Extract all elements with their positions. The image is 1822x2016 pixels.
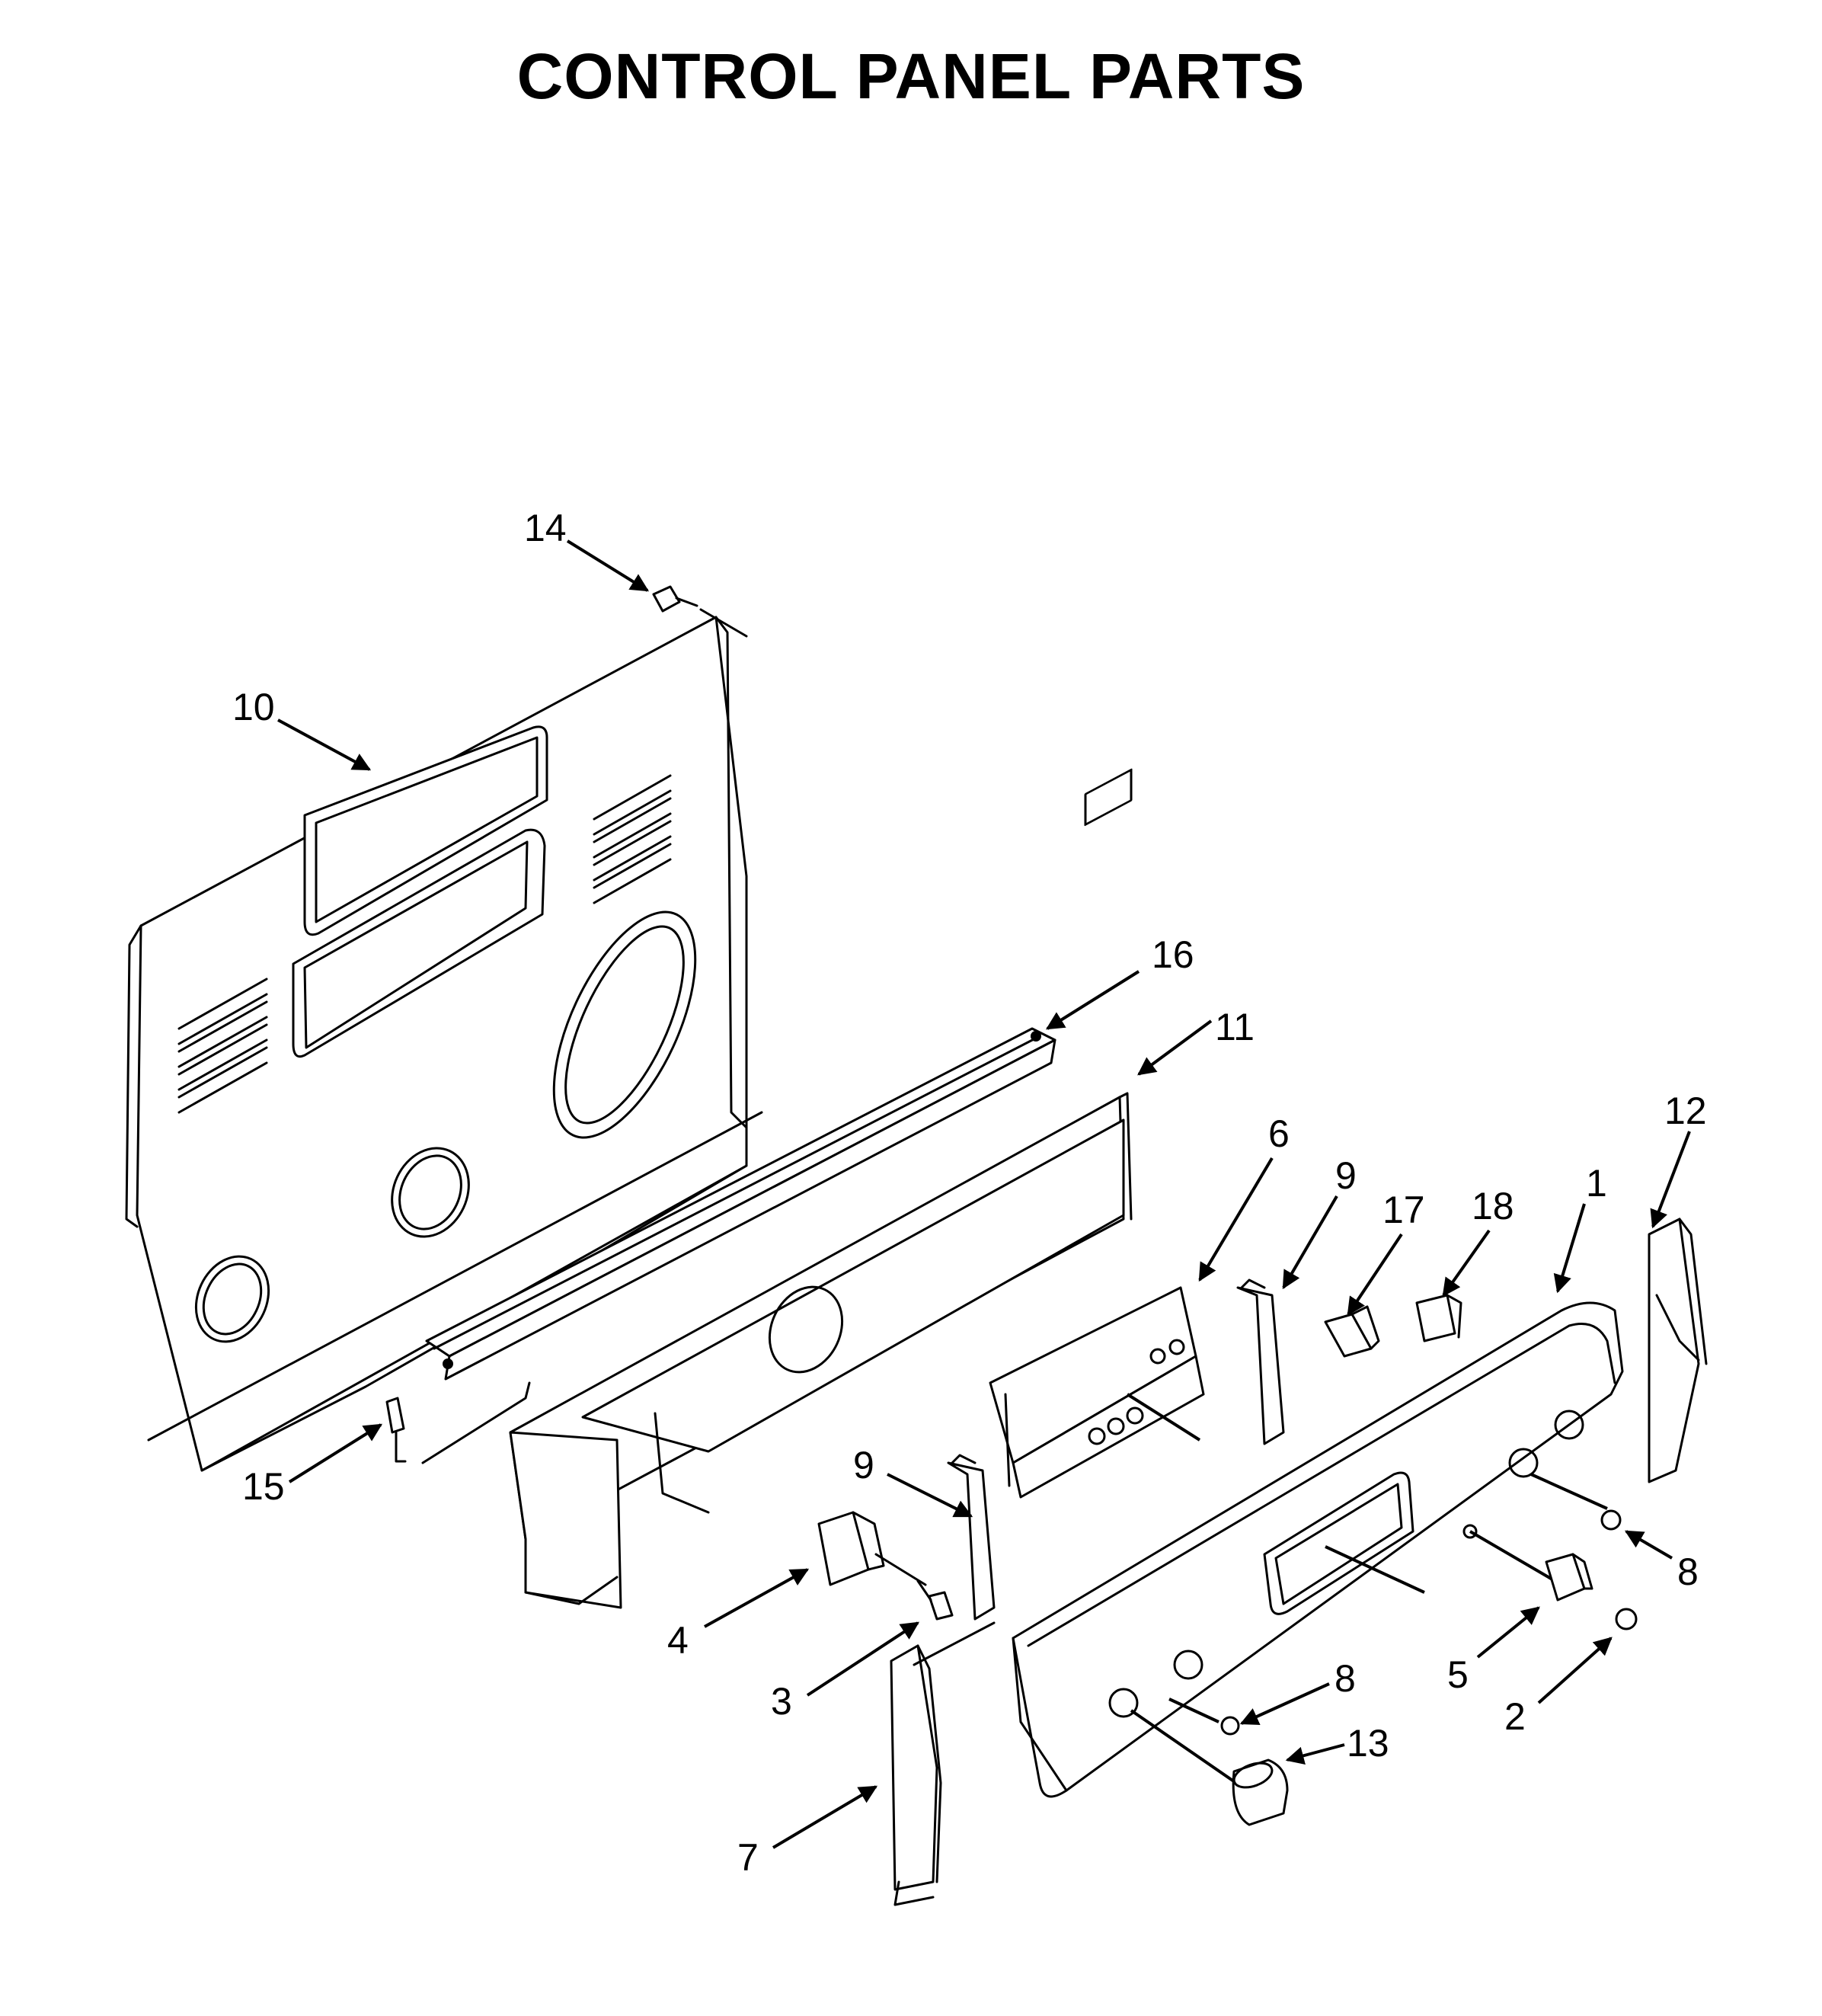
knob-cover-part-8-left xyxy=(1220,1716,1240,1736)
callout-14: 14 xyxy=(524,507,567,549)
switch-part-18 xyxy=(1415,1294,1462,1342)
callout-4: 4 xyxy=(667,1619,689,1662)
bracket-part-9-right xyxy=(1236,1278,1285,1445)
callout-8-right: 8 xyxy=(1677,1550,1699,1593)
bracket-part-9-left xyxy=(947,1454,996,1621)
callout-9-lower: 9 xyxy=(853,1444,874,1486)
callout-arrows xyxy=(277,539,1691,1849)
screw-part-3 xyxy=(916,1579,954,1621)
callout-15: 15 xyxy=(242,1465,285,1508)
console-panel-part-1 xyxy=(1012,1301,1624,1798)
callout-8-left: 8 xyxy=(1335,1657,1356,1700)
page-title: CONTROL PANEL PARTS xyxy=(516,40,1306,112)
callout-7: 7 xyxy=(737,1836,759,1879)
callout-10: 10 xyxy=(232,686,275,728)
callout-2: 2 xyxy=(1504,1695,1526,1738)
screw-part-14 xyxy=(652,585,748,638)
rail-part-16 xyxy=(425,1027,1056,1381)
callout-1: 1 xyxy=(1586,1162,1607,1205)
end-cap-part-12 xyxy=(1648,1218,1708,1483)
callout-3: 3 xyxy=(771,1680,792,1723)
callout-12: 12 xyxy=(1664,1090,1707,1132)
bracket-part-11 xyxy=(509,1092,1133,1609)
switch-part-4 xyxy=(817,1511,927,1586)
callout-5: 5 xyxy=(1447,1653,1469,1696)
callout-16: 16 xyxy=(1152,933,1194,976)
callout-11: 11 xyxy=(1215,1006,1255,1048)
rear-panel-part-10 xyxy=(125,616,763,1472)
callout-13: 13 xyxy=(1347,1722,1389,1765)
knob-cap-part-2 xyxy=(1615,1608,1638,1630)
callout-18: 18 xyxy=(1472,1185,1514,1227)
screw-part-15 xyxy=(385,1381,531,1464)
knob-part-13 xyxy=(1232,1758,1289,1826)
end-cap-part-7 xyxy=(890,1621,996,1906)
electronic-control-part-6 xyxy=(989,768,1205,1499)
callout-9-upper: 9 xyxy=(1335,1154,1357,1197)
callout-6: 6 xyxy=(1268,1112,1290,1155)
callout-17: 17 xyxy=(1382,1189,1425,1231)
knob-cover-part-8-right xyxy=(1600,1509,1622,1531)
knob-part-5 xyxy=(1545,1553,1593,1602)
switch-part-17 xyxy=(1324,1305,1380,1358)
